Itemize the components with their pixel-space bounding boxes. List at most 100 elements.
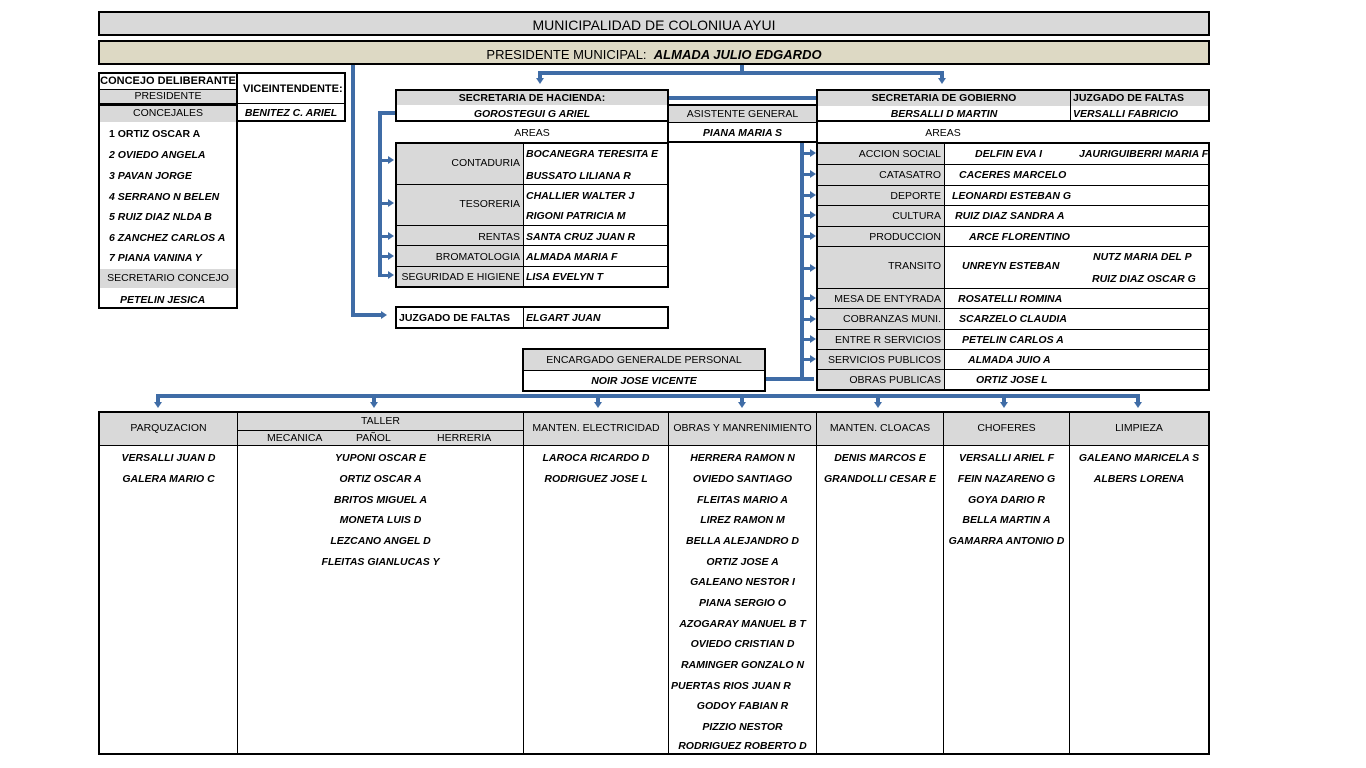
- juzgado-hacienda-box: JUZGADO DE FALTAS ELGART JUAN: [395, 306, 669, 329]
- juzgado-gobierno-label: JUZGADO DE FALTAS: [1071, 91, 1208, 106]
- hacienda-title: SECRETARIA DE HACIENDA:: [397, 91, 667, 105]
- concejal-5: 5 RUIZ DIAZ NLDA B: [109, 211, 212, 223]
- gob-area-catastro-person: CACERES MARCELO: [959, 169, 1067, 181]
- cloacas-person-2: GRANDOLLI CESAR E: [823, 473, 936, 485]
- obras-person-14: PIZZIO NESTOR: [702, 721, 783, 733]
- obras-person-4: LIREZ RAMON M: [700, 514, 785, 526]
- gob-area-cobranzas: COBRANZAS MUNI.: [842, 313, 941, 325]
- obras-person-3: FLEITAS MARIO A: [697, 494, 788, 506]
- col-limpieza-header: LIMPIEZA: [1115, 422, 1163, 434]
- col-electricidad-header: MANTEN. ELECTRICIDAD: [532, 422, 660, 434]
- concejales-box: CONCEJALES 1 ORTIZ OSCAR A 2 OVIEDO ANGE…: [98, 104, 238, 309]
- personal-box: ENCARGADO GENERALDE PERSONAL NOIR JOSE V…: [522, 348, 766, 392]
- asistente-box: ASISTENTE GENERAL PIANA MARIA S: [667, 104, 818, 143]
- concejo-header: CONCEJO DELIBERANTE PRESIDENTE: [98, 72, 238, 105]
- president-label: PRESIDENTE MUNICIPAL:: [486, 47, 647, 62]
- vice-name: BENITEZ C. ARIEL: [244, 107, 338, 119]
- gob-area-servicios-publicos: SERVICIOS PUBLICOS: [827, 354, 941, 366]
- obras-person-11: RAMINGER GONZALO N: [680, 659, 805, 671]
- president-box: PRESIDENTE MUNICIPAL: ALMADA JULIO EDGAR…: [98, 40, 1210, 65]
- col-obras-header: OBRAS Y MANRENIMIENTO: [673, 422, 812, 434]
- concejal-7: 7 PIANA VANINA Y: [109, 252, 202, 264]
- parquizacion-person-1: VERSALLI JUAN D: [121, 452, 216, 464]
- area-rentas-person: SANTA CRUZ JUAN R: [526, 231, 636, 243]
- obras-person-9: AZOGARAY MANUEL B T: [679, 618, 806, 630]
- personal-name: NOIR JOSE VICENTE: [591, 375, 697, 387]
- juzgado-hacienda-label: JUZGADO DE FALTAS: [399, 312, 511, 324]
- concejal-6: 6 ZANCHEZ CARLOS A: [109, 232, 226, 244]
- gob-area-mesa-entrada-person: ROSATELLI ROMINA: [958, 293, 1063, 305]
- cloacas-person-1: DENIS MARCOS E: [834, 452, 926, 464]
- hacienda-areas-box: CONTADURIA BOCANEGRA TERESITA E BUSSATO …: [395, 142, 669, 288]
- obras-person-6: ORTIZ JOSE A: [706, 556, 779, 568]
- concejal-1: 1 ORTIZ OSCAR A: [109, 128, 201, 140]
- gob-area-produccion-person: ARCE FLORENTINO: [969, 231, 1070, 243]
- president-name: ALMADA JULIO EDGARDO: [653, 47, 822, 62]
- gob-area-catastro: CATASATRO: [879, 169, 941, 181]
- gob-area-accion-social-person: DELFIN EVA I: [975, 148, 1043, 160]
- area-tesoreria-person-2: RIGONI PATRICIA M: [526, 210, 626, 222]
- concejal-4: 4 SERRANO N BELEN: [109, 191, 220, 203]
- taller-sub-mecanica: MECANICA: [267, 432, 323, 444]
- gob-area-cultura: CULTURA: [892, 210, 941, 222]
- concejal-2: 2 OVIEDO ANGELA: [109, 149, 206, 161]
- vice-box: VICEINTENDENTE: BENITEZ C. ARIEL: [236, 72, 346, 122]
- limpieza-person-1: GALEANO MARICELA S: [1078, 452, 1200, 464]
- gob-area-obras-publicas: OBRAS PUBLICAS: [849, 374, 941, 386]
- choferes-person-1: VERSALLI ARIEL F: [958, 452, 1055, 464]
- gob-area-servicios-publicos-person: ALMADA JUIO A: [968, 354, 1051, 366]
- gob-area-produccion: PRODUCCION: [869, 231, 941, 243]
- secretario-name: PETELIN JESICA: [120, 294, 206, 306]
- hacienda-header: SECRETARIA DE HACIENDA: GOROSTEGUI G ARI…: [395, 89, 669, 122]
- personal-label: ENCARGADO GENERALDE PERSONAL: [524, 350, 764, 370]
- obras-person-12: PUERTAS RIOS JUAN R: [671, 680, 791, 692]
- title-box: MUNICIPALIDAD DE COLONIUA AYUI: [98, 11, 1210, 36]
- obras-person-10: OVIEDO CRISTIAN D: [690, 638, 795, 650]
- gobierno-name: BERSALLI D MARTIN: [890, 108, 998, 120]
- area-contaduria: CONTADURIA: [451, 157, 520, 169]
- area-bromatologia-person: ALMADA MARIA F: [526, 251, 618, 263]
- area-tesoreria: TESORERIA: [459, 198, 520, 210]
- taller-person-2: ORTIZ OSCAR A: [339, 473, 422, 485]
- obras-person-8: PIANA SERGIO O: [698, 597, 787, 609]
- concejo-title: CONCEJO DELIBERANTE: [100, 75, 236, 87]
- gobierno-title: SECRETARIA DE GOBIERNO: [818, 91, 1070, 106]
- gob-area-transito-extra-2: RUIZ DIAZ OSCAR G: [1092, 273, 1196, 285]
- area-contaduria-person-2: BUSSATO LILIANA R: [526, 170, 631, 182]
- limpieza-person-2: ALBERS LORENA: [1093, 473, 1185, 485]
- concejal-3: 3 PAVAN JORGE: [109, 170, 192, 182]
- juzgado-hacienda-name: ELGART JUAN: [526, 312, 601, 324]
- taller-person-5: LEZCANO ANGEL D: [330, 535, 431, 547]
- hacienda-areas-label: AREAS: [514, 127, 550, 139]
- gob-area-cultura-person: RUIZ DIAZ SANDRA A: [955, 210, 1065, 222]
- taller-sub-herreria: HERRERIA: [437, 432, 492, 444]
- asistente-name: PIANA MARIA S: [702, 127, 783, 139]
- obras-person-5: BELLA ALEJANDRO D: [686, 535, 799, 547]
- obras-person-7: GALEANO NESTOR I: [690, 576, 795, 588]
- concejales-label: CONCEJALES: [100, 106, 236, 122]
- choferes-person-5: GAMARRA ANTONIO D: [948, 535, 1065, 547]
- area-rentas: RENTAS: [478, 231, 520, 243]
- gob-area-obras-publicas-person: ORTIZ JOSE L: [976, 374, 1048, 386]
- gob-area-accion-social: ACCION SOCIAL: [858, 148, 941, 160]
- gob-area-transito-person: UNREYN ESTEBAN: [962, 260, 1060, 272]
- electricidad-person-2: RODRIGUEZ JOSE L: [544, 473, 648, 485]
- col-parquizacion-header: PARQUZACION: [130, 422, 207, 434]
- gobierno-areas-box: ACCION SOCIAL DELFIN EVA I JAURIGUIBERRI…: [816, 142, 1210, 391]
- area-tesoreria-person-1: CHALLIER WALTER J: [526, 190, 635, 202]
- taller-person-3: BRITOS MIGUEL A: [333, 494, 428, 506]
- gob-area-deporte: DEPORTE: [890, 190, 941, 202]
- bottom-table: PARQUZACION TALLER MECANICA PAÑOL HERRER…: [98, 411, 1210, 755]
- page-title: MUNICIPALIDAD DE COLONIUA AYUI: [532, 17, 776, 33]
- gobierno-header: SECRETARIA DE GOBIERNO BERSALLI D MARTIN…: [816, 89, 1210, 122]
- gob-area-entre-r-person: PETELIN CARLOS A: [962, 334, 1064, 346]
- vice-label: VICEINTENDENTE:: [243, 83, 343, 95]
- area-seguridad: SEGURIDAD E HIGIENE: [401, 271, 520, 283]
- taller-sub-panol: PAÑOL: [356, 432, 391, 444]
- obras-person-2: OVIEDO SANTIAGO: [692, 473, 793, 485]
- gob-area-cobranzas-person: SCARZELO CLAUDIA: [959, 313, 1067, 325]
- col-taller-header: TALLER: [361, 415, 400, 427]
- obras-person-1: HERRERA RAMON N: [690, 452, 795, 464]
- choferes-person-4: BELLA MARTIN A: [962, 514, 1051, 526]
- choferes-person-3: GOYA DARIO R: [967, 494, 1045, 506]
